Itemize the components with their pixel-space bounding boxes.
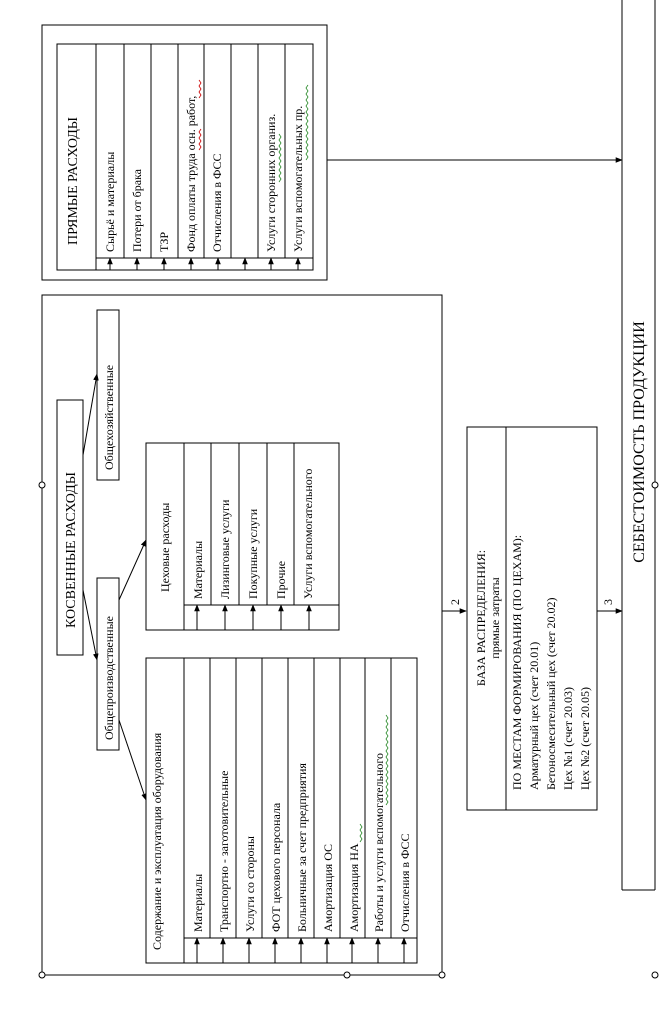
grammar-underline [305,84,309,161]
workshop-cost-item: Материалы [191,541,205,599]
spellcheck-underline [198,79,202,99]
direct-costs-group: ПРЯМЫЕ РАСХОДЫ Сырьё и материалы Потери … [41,24,623,281]
equipment-cost-item: Отчисления в ФСС [398,833,412,932]
workshop-cost-item: Услуги вспомогательного [301,469,315,599]
general-business-label: Общехозяйственные [102,365,116,470]
equipment-cost-item: Амортизация НА [347,843,361,932]
shop-account-item: Бетоносмесительный цех (счет 20.02) [544,597,558,790]
grammar-underline [359,823,363,843]
equipment-cost-item: Больничные за счет предприятия [295,763,309,932]
indirect-costs-title: КОСВЕННЫЕ РАСХОДЫ [64,472,79,628]
spellcheck-underline [198,128,202,151]
shop-account-item: Цех №2 (счет 20.05) [578,687,592,790]
allocation-base-subtitle: прямые затраты [488,577,502,658]
allocation-base-title: БАЗА РАСПРЕДЕЛЕНИЯ: [474,550,488,686]
arrow-label-3: 3 [601,599,615,605]
indirect-costs-group: КОСВЕННЫЕ РАСХОДЫ Общехозяйственные Обще… [38,294,446,979]
direct-cost-item: Отчисления в ФСС [210,153,224,252]
direct-cost-item: Сырьё и материалы [103,152,117,252]
equipment-cost-item: Материалы [191,874,205,932]
allocation-base-box: БАЗА РАСПРЕДЕЛЕНИЯ: прямые затраты ПО МЕ… [466,426,598,811]
workshop-costs-title: Цеховые расходы [158,503,172,592]
equipment-costs-title: Содержание и эксплуатация оборудования [150,732,164,950]
product-cost-title: СЕБЕСТОИМОСТЬ ПРОДУКЦИИ [631,321,648,563]
direct-cost-item: Потери от брака [130,168,144,252]
workshop-cost-item: Прочие [274,561,288,599]
direct-cost-item: Фонд оплаты труда осн. работ, [184,96,198,252]
product-cost-box: СЕБЕСТОИМОСТЬ ПРОДУКЦИИ [621,0,659,979]
shop-account-item: Арматурный цех (счет 20.01) [527,642,541,790]
equipment-cost-item: ФОТ цехового персонала [269,802,283,932]
general-production-label: Общепроизводственные [102,616,116,740]
workshop-cost-item: Покупные услуги [246,508,260,599]
allocation-by-shop-title: ПО МЕСТАМ ФОРМИРОВАНИЯ (ПО ЦЕХАМ): [510,535,524,790]
arrow-label-2: 2 [448,599,462,605]
equipment-cost-item: Работы и услуги вспомогательного [372,753,386,932]
equipment-cost-item: Услуги со стороны [243,836,257,932]
direct-costs-title: ПРЯМЫЕ РАСХОДЫ [66,117,81,245]
equipment-cost-item: Амортизация ОС [321,844,335,932]
equipment-cost-item: Транспортно - заготовительные [217,771,231,932]
grammar-underline [278,133,282,183]
direct-cost-item: Услуги вспомогательных пр. [291,106,305,252]
direct-cost-item: ТЗР [157,232,171,252]
shop-account-item: Цех №1 (счет 20.03) [561,687,575,790]
workshop-cost-item: Лизинговые услуги [218,499,232,599]
direct-cost-item: Услуги сторонних организ. [264,114,278,252]
grammar-underline [385,714,389,806]
